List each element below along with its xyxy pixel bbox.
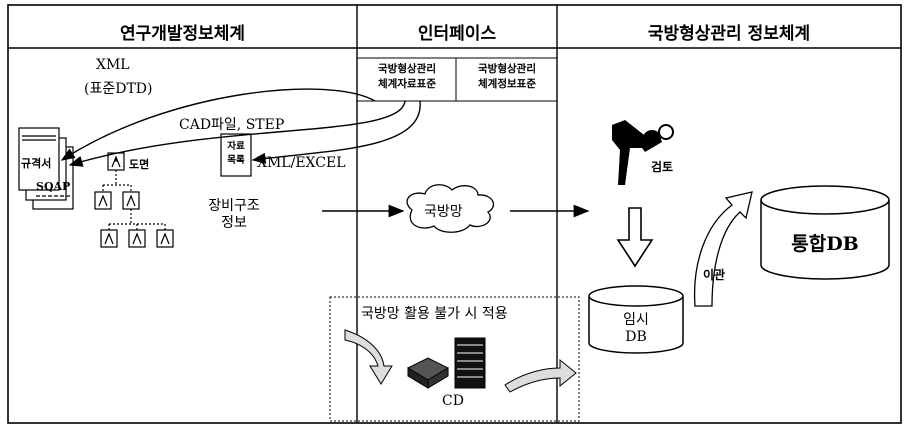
xml-excel-label: XML/EXCEL: [257, 155, 346, 171]
header-rnd-system: 연구개발정보체계: [119, 24, 246, 44]
temp-db-line1: 임시: [623, 312, 649, 328]
equipment-info-line1: 장비구조: [208, 198, 260, 214]
media-icon: [406, 337, 486, 389]
header-config-mgmt-system: 국방형상관리 정보체계: [647, 24, 811, 44]
sqap-label: SQAP: [36, 180, 71, 193]
temp-db-line2: DB: [625, 329, 647, 345]
drawing-label: 도면: [129, 158, 150, 171]
network-cloud-icon: [406, 184, 495, 233]
interface-box-frame: [356, 57, 558, 102]
xml-excel-arrow: [251, 100, 421, 164]
temp-db-label: 임시 DB: [589, 312, 683, 346]
offline-out-arrow-icon: [504, 358, 577, 393]
cad-step-label: CAD파일, STEP: [179, 117, 285, 133]
outer-frame: [7, 4, 902, 424]
info-standard-line1: 국방형상관리: [478, 63, 536, 75]
data-standard-line1: 국방형상관리: [378, 63, 436, 75]
cd-label: CD: [442, 393, 464, 409]
drawing-tree-icon: [94, 152, 174, 248]
transfer-label: 이관: [703, 268, 726, 282]
data-list-label: 자료 목록: [221, 140, 251, 168]
integrated-db-label: 통합DB: [791, 233, 859, 255]
data-list-line2: 목록: [227, 155, 245, 166]
reviewer-person-icon: [612, 120, 674, 185]
data-standard-box: 국방형상관리 체계자료표준: [358, 62, 456, 92]
network-label: 국방망: [424, 204, 463, 220]
data-list-line1: 자료: [227, 141, 245, 152]
xml-arrow: [60, 88, 376, 161]
spec-label: 규격서: [20, 155, 53, 171]
integrated-db-cylinder: [760, 185, 890, 280]
info-standard-box: 국방형상관리 체계정보표준: [457, 62, 557, 92]
offline-in-arrow-icon: [344, 329, 393, 385]
info-standard-line2: 체계정보표준: [478, 78, 536, 90]
data-standard-line2: 체계자료표준: [378, 78, 436, 90]
equipment-info-label: 장비구조 정보: [200, 198, 268, 232]
review-label: 검토: [651, 160, 674, 174]
data-list-box: [220, 133, 252, 177]
offline-caption: 국방망 활용 불가 시 적용: [361, 306, 508, 322]
transfer-arrow-icon: [693, 191, 753, 307]
xml-dtd-label: (표준DTD): [84, 81, 153, 97]
xml-label: XML: [96, 57, 130, 73]
header-interface: 인터페이스: [417, 24, 497, 44]
offline-dashed-box: [329, 296, 580, 422]
cad-arrow: [68, 100, 406, 167]
equipment-info-line2: 정보: [221, 215, 247, 231]
down-arrow-icon: [616, 207, 654, 268]
temp-db-cylinder: [588, 285, 684, 354]
